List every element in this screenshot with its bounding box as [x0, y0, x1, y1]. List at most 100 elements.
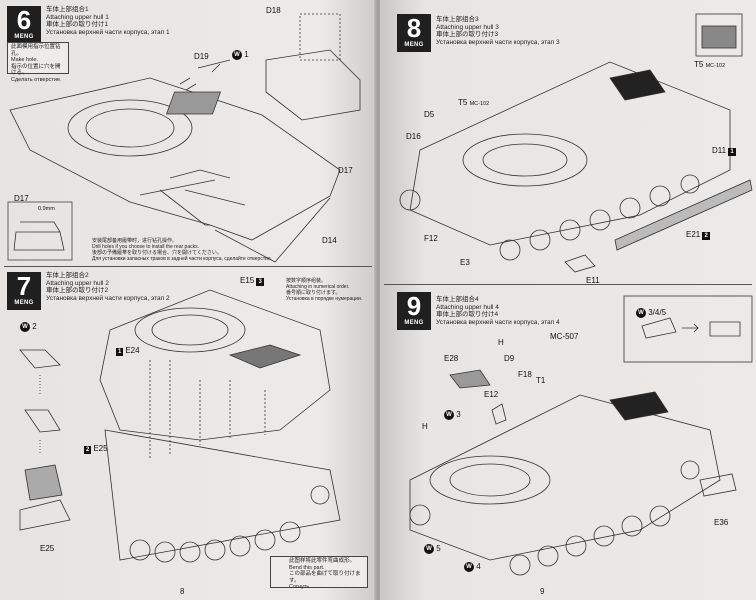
label-e24-text: E24: [125, 346, 140, 355]
step-9-title-jp: 車体上部の取り付け4: [436, 311, 499, 319]
label-e15-text: E15: [240, 276, 255, 285]
label-mc102-box: MC-102: [705, 63, 726, 69]
step-8-number: 8: [406, 13, 422, 43]
label-e11: E11: [586, 276, 600, 285]
label-e25-bottom: E25: [40, 544, 55, 553]
glue-icon: W: [444, 410, 454, 420]
right-page: 8 MENG 车体上部组合3 Attaching upper hull 3 車体…: [380, 0, 756, 600]
label-w1-num: 1: [244, 50, 249, 60]
order-note-jp: 番号順に取り付けます。: [286, 290, 341, 296]
label-w2-num: 2: [32, 322, 37, 332]
label-w1: W 1: [232, 50, 249, 60]
label-drill-size: 0.9mm: [38, 206, 55, 212]
rear-note-en: Drill holes if you choose to install the…: [92, 244, 199, 250]
step-6-title: 车体上部组合1 Attaching upper hull 1 車体上部の取り付け…: [46, 6, 170, 36]
label-t5-box-text: T5: [694, 60, 704, 69]
step-7-title-en: Attaching upper hull 2: [46, 279, 109, 287]
binding-gutter: [374, 0, 382, 600]
order-note-ru: Установка в порядке нумерации.: [286, 296, 363, 302]
step-divider-right: [384, 284, 752, 285]
label-f12: F12: [424, 234, 438, 243]
bend-note-cn: 此图样将此零件弯曲成形。: [289, 558, 356, 564]
label-d11-order: 1: [728, 148, 736, 156]
order-note-en: Attaching in numerical order.: [286, 284, 350, 290]
step-7-brand: MENG: [14, 300, 34, 306]
label-d9: D9: [504, 354, 515, 363]
label-d16: D16: [406, 132, 421, 141]
step-7-badge: 7 MENG: [7, 272, 41, 310]
step-8-badge: 8 MENG: [397, 14, 431, 52]
step-7-title-cn: 车体上部组合2: [46, 272, 89, 279]
label-d11: D11 1: [712, 146, 738, 156]
step-9-brand: MENG: [404, 320, 424, 326]
label-d17-box: D17: [14, 194, 29, 203]
label-e28: E28: [444, 354, 459, 363]
step-6-brand: MENG: [14, 34, 34, 40]
bend-note-ru: Согнуть.: [289, 584, 311, 590]
order-note-cn: 按数字顺序组装。: [286, 278, 327, 284]
label-e25-text: E25: [93, 444, 108, 453]
label-d17-right: D17: [338, 166, 353, 175]
step-9-number: 9: [406, 291, 422, 321]
bend-note-jp: この部品を曲げて取り付けます。: [289, 571, 361, 584]
label-mc507: MC-507: [550, 332, 579, 341]
drill-note-cn: 此面模用指示位置钻孔。: [11, 44, 61, 57]
step-9-badge: 9 MENG: [397, 292, 431, 330]
step-8-title: 车体上部组合3 Attaching upper hull 3 車体上部の取り付け…: [436, 16, 560, 46]
step-9-title-ru: Установка верхней части корпуса, этап 4: [436, 318, 560, 326]
step-7-title: 车体上部组合2 Attaching upper hull 2 車体上部の取り付け…: [46, 272, 170, 302]
label-d19: D19: [194, 52, 209, 61]
step-9-title-cn: 车体上部组合4: [436, 296, 479, 303]
label-mc102: MC-102: [469, 101, 490, 107]
step-divider: [4, 266, 372, 267]
label-w5: W 5: [424, 544, 441, 554]
step-6-badge: 6 MENG: [7, 6, 41, 44]
label-f18: F18: [518, 370, 532, 379]
glue-icon: W: [424, 544, 434, 554]
label-w5-num: 5: [436, 544, 441, 554]
label-w345: W 3/4/5: [636, 308, 666, 318]
step-6-title-jp: 車体上部の取り付け1: [46, 21, 109, 29]
left-line-art: [7, 13, 361, 563]
drill-note: 此面模用指示位置钻孔。 Make hole. 指示の位置に穴を開ける。 Сдел…: [7, 42, 69, 83]
rear-note-ru: Для установки запасных траков в задней ч…: [92, 256, 273, 262]
label-t5-box: T5 MC-102: [694, 60, 725, 70]
label-e21-order: 2: [702, 232, 710, 240]
label-e25-order: 2: [84, 446, 92, 454]
step-7-title-ru: Установка верхней части корпуса, этап 2: [46, 294, 170, 302]
step-6-number: 6: [16, 5, 32, 35]
label-w4: W 4: [464, 562, 481, 572]
label-d14: D14: [322, 236, 337, 245]
label-h-top: H: [498, 338, 504, 347]
label-t5: T5 MC-102: [458, 98, 489, 108]
rear-note-cn: 安装尾部备用履带时，进行钻孔操作。: [92, 238, 178, 244]
step-9-title: 车体上部组合4 Attaching upper hull 4 車体上部の取り付け…: [436, 296, 560, 326]
glue-icon: W: [232, 50, 242, 60]
drill-note-ru: Сделать отверстие.: [11, 76, 62, 83]
bend-note: 此图样将此零件弯曲成形。 Bend this part. この部品を曲げて取り付…: [270, 556, 368, 590]
page-number-left: 8: [180, 587, 185, 596]
label-h-left: H: [422, 422, 428, 431]
step-8-title-ru: Установка верхней части корпуса, этап 3: [436, 38, 560, 46]
rear-pack-note: 安装尾部备用履带时，进行钻孔操作。 Drill holes if you cho…: [92, 238, 272, 262]
label-e24-order: 1: [116, 348, 124, 356]
step-6-title-en: Attaching upper hull 1: [46, 13, 109, 21]
label-w2: W 2: [20, 322, 37, 332]
label-w3: W 3: [444, 410, 461, 420]
label-e12: E12: [484, 390, 499, 399]
step-9-title-en: Attaching upper hull 4: [436, 303, 499, 311]
label-w4-num: 4: [476, 562, 481, 572]
glue-icon: W: [464, 562, 474, 572]
label-e15-order: 3: [256, 278, 264, 286]
drill-note-jp: 指示の位置に穴を開ける。: [11, 63, 61, 77]
step-8-title-en: Attaching upper hull 3: [436, 23, 499, 31]
rear-note-jp: 後部の予備履帯を取り付ける場合、穴を開けてください。: [92, 250, 222, 256]
label-w345-num: 3/4/5: [648, 308, 667, 318]
label-w3-num: 3: [456, 410, 461, 420]
label-e36: E36: [714, 518, 729, 527]
label-d18: D18: [266, 6, 281, 15]
label-d5: D5: [424, 110, 435, 119]
